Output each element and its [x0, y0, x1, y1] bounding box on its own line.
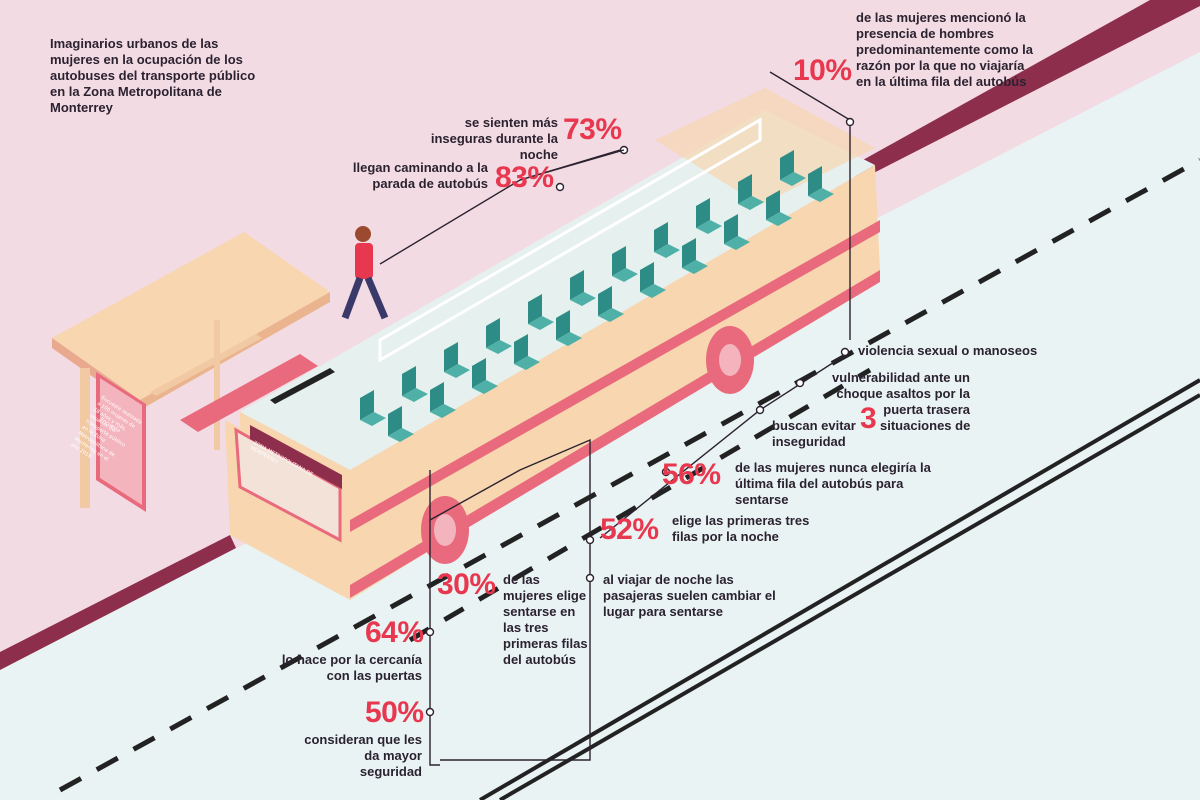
seat — [612, 246, 626, 276]
seat — [444, 342, 458, 372]
seat-cushion — [514, 356, 540, 370]
stat-73-text: se sienten más inseguras durante la noch… — [430, 115, 558, 162]
seat-cushion — [640, 284, 666, 298]
risk-vulnerabilidad: vulnerabilidad ante un choque asaltos po… — [832, 370, 970, 417]
shelter-bench — [180, 354, 318, 432]
lane-dashes-3 — [408, 367, 872, 643]
infographic-title: Imaginarios urbanos de las mujeres en la… — [50, 36, 256, 115]
lane-line-solid-2 — [498, 393, 1200, 800]
stat-52-text: elige las primeras tres filas por la noc… — [672, 513, 810, 544]
stat-30-percent: 30% — [437, 568, 496, 601]
stat-56-percent: 56% — [662, 458, 721, 491]
bus-floor — [240, 110, 875, 470]
seat — [430, 382, 444, 412]
seat — [486, 318, 500, 348]
stat-3-value: 3 — [860, 402, 877, 435]
seat-cushion — [780, 172, 806, 186]
stat-3-pre: buscan evitar — [772, 418, 856, 433]
seat-cushion — [766, 212, 792, 226]
seat-cushion — [654, 244, 680, 258]
seat — [528, 294, 542, 324]
stat-64-text: lo hace por la cercanía con las puertas — [281, 652, 422, 683]
seat-cushion — [472, 380, 498, 394]
seat — [808, 166, 822, 196]
seat — [682, 238, 696, 268]
connector-lines — [379, 71, 855, 766]
seat-cushion — [738, 196, 764, 210]
seat-cushion — [612, 268, 638, 282]
seat — [780, 150, 794, 180]
stat-3-post: situaciones de inseguridad — [772, 418, 971, 449]
curb-top — [845, 0, 1200, 180]
seat — [598, 286, 612, 316]
bus-shelter — [52, 232, 330, 512]
seat-cushion — [598, 308, 624, 322]
seat — [556, 310, 570, 340]
seat — [514, 334, 528, 364]
seat-cushion — [430, 404, 456, 418]
seat-cushion — [528, 316, 554, 330]
bus-roof-back — [655, 88, 875, 205]
stat-52-percent: 52% — [600, 513, 659, 546]
stat-83-percent: 83% — [495, 161, 554, 194]
seat — [402, 366, 416, 396]
stat-64-percent: 64% — [365, 616, 424, 649]
curb-bottom — [0, 535, 236, 670]
seat — [696, 198, 710, 228]
seat-cushion — [402, 388, 428, 402]
seat — [766, 190, 780, 220]
lane-line-solid-1 — [478, 378, 1200, 800]
seat — [570, 270, 584, 300]
seat — [360, 390, 374, 420]
seat — [388, 406, 402, 436]
stat-56-text: de las mujeres nunca elegiría la última … — [735, 460, 931, 507]
seat — [654, 222, 668, 252]
stat-73-percent: 73% — [563, 113, 622, 146]
seat-cushion — [724, 236, 750, 250]
seat — [640, 262, 654, 292]
stat-50-percent: 50% — [365, 696, 424, 729]
seat — [472, 358, 486, 388]
seat-cushion — [556, 332, 582, 346]
seat-cushion — [444, 364, 470, 378]
lane-dashes-1 — [58, 157, 1200, 793]
seat-cushion — [388, 428, 414, 442]
bus — [225, 88, 880, 600]
risk-violencia: violencia sexual o manoseos — [858, 343, 1038, 358]
stat-cambiar-text: al viajar de noche las pasajeras suelen … — [603, 572, 776, 619]
seat — [738, 174, 752, 204]
stat-83-text: llegan caminando a la parada de autobús — [352, 160, 488, 191]
seat-cushion — [808, 188, 834, 202]
stat-10-text: de las mujeres mencionó la presencia de … — [856, 10, 1033, 89]
stat-50-text: consideran que les da mayor seguridad — [304, 732, 422, 779]
seat-cushion — [486, 340, 512, 354]
bus-sign-board — [250, 425, 342, 489]
walking-woman-figure — [341, 226, 389, 320]
stat-30-text: de las mujeres elige sentarse en las tre… — [503, 572, 588, 667]
seat-cushion — [696, 220, 722, 234]
stat-10-percent: 10% — [793, 54, 852, 87]
seat — [724, 214, 738, 244]
seat-cushion — [682, 260, 708, 274]
seat-cushion — [570, 292, 596, 306]
seat-cushion — [360, 412, 386, 426]
